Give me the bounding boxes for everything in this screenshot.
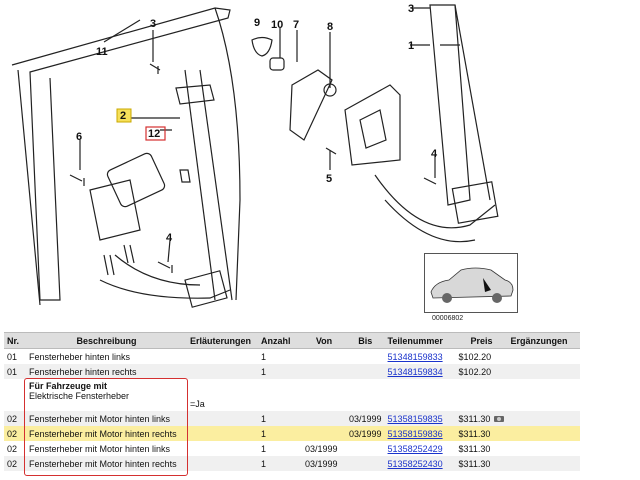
callout-4b: 4: [431, 148, 438, 160]
cell-desc: Fensterheber hinten links: [29, 351, 131, 362]
callout-12-highlight: [145, 126, 166, 141]
cell-nr: 01: [7, 351, 18, 362]
cell-desc: Fensterheber hinten rechts: [26, 364, 187, 379]
cell-bis: 03/1999: [346, 411, 385, 426]
cell-von: 03/1999: [305, 443, 338, 454]
col-anzahl: Anzahl: [258, 332, 302, 349]
cell-bis: [346, 456, 385, 471]
cell-von: [302, 426, 346, 441]
diagram-code: 00006802: [432, 315, 464, 322]
part-number-link[interactable]: 51348159834: [387, 366, 443, 377]
col-teilenummer: Teilenummer: [384, 332, 456, 349]
vehicle-thumbnail[interactable]: [424, 253, 518, 313]
cell-bis: 03/1999: [346, 426, 385, 441]
parts-diagram: 3 11 2 12 6 4 9 10 7 8 5 3 1 4: [11, 3, 499, 308]
cell-nr: 02: [7, 443, 18, 454]
callout-2: 2: [120, 110, 126, 122]
table-row: 02 Fensterheber mit Motor hinten rechts …: [4, 456, 580, 471]
cell-desc: Fensterheber mit Motor hinten rechts: [26, 426, 187, 441]
cell-von: [302, 411, 346, 426]
cell-bis: [346, 441, 385, 456]
car-icon: [430, 267, 514, 303]
callout-5: 5: [326, 173, 332, 185]
cell-anz: [258, 379, 302, 411]
callout-11: 11: [96, 46, 108, 58]
callout-7: 7: [293, 19, 299, 31]
cell-anz: 1: [258, 456, 302, 471]
callout-6: 6: [76, 131, 82, 143]
callout-9: 9: [254, 17, 260, 29]
cell-desc: Fensterheber mit Motor hinten links: [29, 443, 171, 454]
part-number-link[interactable]: 51358252430: [387, 458, 443, 469]
cell-nr: 01: [4, 364, 26, 379]
cell-von: [302, 349, 346, 365]
cell-bis: [346, 364, 385, 379]
condition-text: Elektrische Fensterheber: [29, 391, 130, 401]
col-von: Von: [302, 332, 346, 349]
cell-bis: [346, 379, 385, 411]
callout-3b: 3: [408, 3, 414, 15]
callout-8: 8: [327, 21, 333, 33]
table-row-selected[interactable]: 02 Fensterheber mit Motor hinten rechts …: [4, 426, 580, 441]
callout-12: 12: [148, 128, 160, 140]
cell-von: [302, 364, 346, 379]
cell-erl: [187, 441, 258, 456]
cell-anz: 1: [261, 351, 267, 362]
cell-preis: $311.30: [458, 443, 491, 454]
col-erlaeuterungen: Erläuterungen: [187, 332, 258, 349]
cell-preis: $311.30: [455, 456, 508, 471]
col-preis: Preis: [455, 332, 508, 349]
cell-anz: 1: [258, 364, 302, 379]
cell-desc: Fensterheber mit Motor hinten links: [26, 411, 187, 426]
cell-erl: [187, 426, 258, 441]
col-nr: Nr.: [4, 332, 26, 349]
camera-icon[interactable]: [494, 416, 505, 423]
col-ergaenzungen: Ergänzungen: [507, 332, 580, 349]
cell-bis: [346, 349, 385, 365]
cell-nr: [4, 379, 26, 411]
cell-von: [302, 379, 346, 411]
col-bis: Bis: [346, 332, 385, 349]
callout-1: 1: [408, 40, 414, 52]
callout-2-highlight: [116, 108, 132, 123]
condition-heading: Für Fahrzeuge mit: [29, 381, 108, 391]
cell-anz: 1: [258, 426, 302, 441]
part-number-link[interactable]: 51358159836: [387, 428, 443, 439]
cell-nr: 02: [4, 426, 26, 441]
cell-von: 03/1999: [302, 456, 346, 471]
cell-preis: [456, 379, 508, 411]
cell-nr: 02: [4, 456, 26, 471]
table-row: 02 Fensterheber mit Motor hinten links 1…: [4, 441, 580, 456]
table-row: 02 Fensterheber mit Motor hinten links 1…: [4, 411, 580, 426]
callout-4a: 4: [166, 232, 173, 244]
cell-erl: [187, 456, 258, 471]
part-number-link[interactable]: 51348159833: [387, 351, 443, 362]
cell-desc: Fensterheber mit Motor hinten rechts: [26, 456, 187, 471]
table-header-row: Nr. Beschreibung Erläuterungen Anzahl Vo…: [4, 332, 580, 349]
cell-preis: $102.20: [458, 351, 492, 362]
cell-erl: [187, 349, 258, 365]
cell-erl: =Ja: [190, 399, 205, 409]
callout-3a: 3: [150, 18, 156, 30]
cell-erl: [187, 364, 258, 379]
table-row: 01 Fensterheber hinten links 1 513481598…: [4, 349, 580, 365]
part-number-link[interactable]: 51358159835: [387, 413, 443, 424]
cell-preis: $102.20: [455, 364, 508, 379]
cell-preis: $311.30: [455, 426, 508, 441]
parts-table: Nr. Beschreibung Erläuterungen Anzahl Vo…: [4, 332, 580, 471]
callout-10: 10: [271, 19, 283, 31]
part-number-link[interactable]: 51358252429: [387, 443, 443, 454]
col-beschreibung: Beschreibung: [26, 332, 187, 349]
cell-tn: [385, 379, 456, 411]
selection-outline: [24, 378, 188, 476]
price-value: $311.30: [458, 413, 491, 424]
cell-erl: [187, 411, 258, 426]
cell-anz: 1: [258, 411, 302, 426]
cell-nr: 02: [4, 411, 26, 426]
table-row: 01 Fensterheber hinten rechts 1 51348159…: [4, 364, 580, 379]
cell-anz: 1: [261, 443, 267, 454]
cell-preis: $311.30: [455, 411, 508, 426]
